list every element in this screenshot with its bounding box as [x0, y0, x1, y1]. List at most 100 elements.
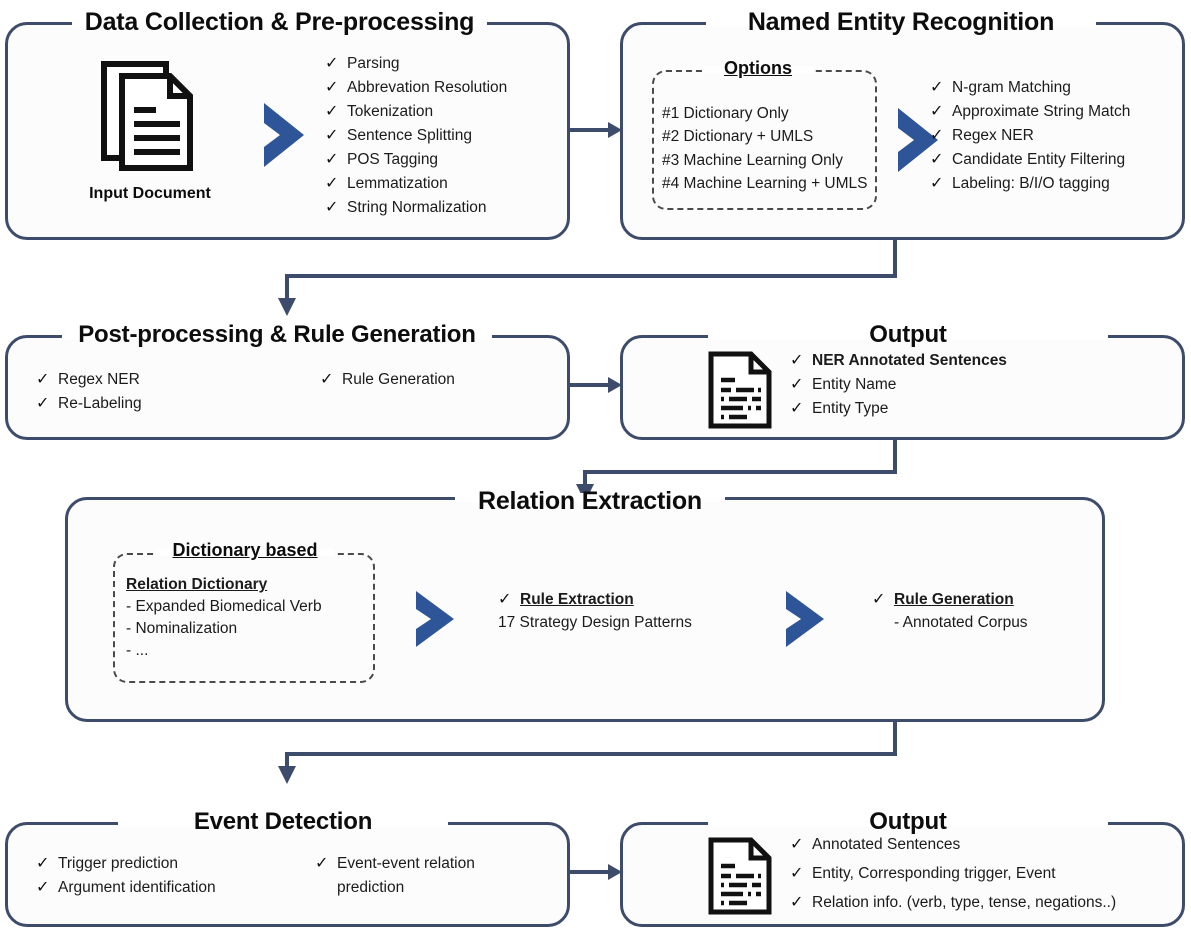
rule-extraction-sub: 17 Strategy Design Patterns — [498, 614, 692, 631]
check-icon: ✓ — [36, 855, 50, 872]
list-item: ✓ Candidate Entity Filtering — [930, 150, 1130, 170]
list-item-label: Rule Generation — [342, 371, 455, 388]
list-item: ✓POS Tagging — [325, 150, 507, 170]
list-item-label: Tokenization — [347, 103, 434, 120]
list-item: ✓Regex NER — [36, 370, 142, 390]
rule-generation-title: Rule Generation — [894, 591, 1014, 608]
list-item: ✓ Lemmatization — [325, 174, 507, 194]
list-item-label: - ... — [126, 642, 149, 660]
list-item: ✓Tokenization — [325, 102, 507, 122]
check-icon: ✓ — [872, 591, 886, 608]
stage-title-event-detection: Event Detection — [193, 808, 373, 835]
check-icon: ✓ — [930, 151, 944, 168]
chevron-right-icon — [258, 99, 310, 176]
check-icon: ✓ — [790, 352, 804, 369]
check-icon: ✓ — [498, 591, 512, 608]
output-ner-checklist: ✓ NER Annotated Sentences ✓ Entity Name ✓E… — [790, 351, 1007, 423]
stage-title-relation-extraction: Relation Extraction — [477, 487, 703, 515]
check-icon: ✓ — [325, 79, 339, 96]
list-item: ✓ Sentence Splitting — [325, 126, 507, 146]
list-item: ✓Entity, Corresponding trigger, Event — [790, 864, 1116, 884]
connector-event-detection-to-output-event — [570, 860, 624, 889]
stage-title-ner: Named Entity Recognition — [747, 8, 1055, 36]
list-item-label: Regex NER — [58, 371, 140, 388]
list-item-label: Entity Name — [812, 376, 897, 393]
check-icon: ✓ — [325, 199, 339, 216]
title-notch-output-event — [708, 818, 1108, 827]
options-title-notch — [702, 66, 814, 73]
list-item: ✓ Approximate String Match — [930, 102, 1130, 122]
list-item-label: Argument identification — [58, 879, 216, 896]
connector-post-processing-to-output-ner — [570, 373, 624, 402]
list-item: ✓String Normalization — [325, 198, 507, 218]
chevron-right-icon — [408, 588, 460, 655]
check-icon: ✓ — [930, 175, 944, 192]
list-item: ✓Entity Type — [790, 399, 1007, 419]
connector-relation-extraction-to-event-detection — [275, 722, 915, 799]
data-collection-checklist: ✓Parsing ✓Abbrevation Resolution ✓Tokeni… — [325, 54, 507, 222]
list-item: ✓ N-gram Matching — [930, 78, 1130, 98]
list-item-label: NER Annotated Sentences — [812, 352, 1007, 369]
list-item-label: Labeling: B/I/O tagging — [952, 175, 1110, 192]
title-notch-relation-extraction — [455, 493, 725, 502]
check-icon: ✓ — [325, 175, 339, 192]
list-item-label: #3 Machine Learning Only — [662, 151, 843, 169]
check-icon: ✓ — [930, 103, 944, 120]
list-item-label: Approximate String Match — [952, 103, 1131, 120]
check-icon: ✓ — [790, 376, 804, 393]
list-item: ✓Abbrevation Resolution — [325, 78, 507, 98]
list-item-label: Trigger prediction — [58, 855, 179, 872]
check-icon: ✓ — [315, 855, 329, 872]
list-item: ✓Relation info. (verb, type, tense, nega… — [790, 893, 1116, 913]
check-icon: ✓ — [930, 79, 944, 96]
relation-dictionary-title-row: Relation Dictionary — [126, 575, 322, 594]
list-item-label: - Expanded Biomedical Verb — [126, 598, 322, 616]
relation-dictionary-block: Relation Dictionary - Expanded Biomedica… — [126, 575, 322, 664]
check-icon: ✓ — [325, 127, 339, 144]
options-title: Options — [724, 58, 792, 78]
title-notch-data-collection — [72, 18, 487, 27]
input-document-label: Input Document — [89, 185, 211, 202]
connector-ner-to-post-processing — [275, 240, 915, 330]
list-item-label: Sentence Splitting — [347, 127, 472, 144]
title-notch-output-ner — [708, 331, 1108, 340]
check-icon: ✓ — [790, 894, 804, 911]
list-item-label: N-gram Matching — [952, 79, 1071, 96]
list-item: ✓ Entity Name — [790, 375, 1007, 395]
title-notch-post-processing — [62, 331, 492, 340]
list-item: ✓ Labeling: B/I/O tagging — [930, 174, 1130, 194]
list-item: #3 Machine Learning Only — [662, 151, 868, 170]
list-item: ✓ Rule Generation — [872, 590, 1028, 610]
check-icon: ✓ — [36, 395, 50, 412]
check-icon: ✓ — [790, 865, 804, 882]
list-item-label: Lemmatization — [347, 175, 448, 192]
list-item: ✓ Argument identification — [36, 878, 216, 898]
stage-title-output-ner: Output — [869, 321, 947, 348]
event-detection-checklist-left: ✓ Trigger prediction ✓ Argument identifica… — [36, 854, 216, 902]
list-item: ✓ Event-event relation — [315, 854, 475, 874]
rule-generation-sub-row: - Annotated Corpus — [872, 614, 1028, 632]
title-notch-event-detection — [118, 818, 448, 827]
title-notch-ner — [706, 18, 1096, 27]
check-icon: ✓ — [320, 371, 334, 388]
list-item: ✓Parsing — [325, 54, 507, 74]
check-icon: ✓ — [36, 879, 50, 896]
list-item-label: Regex NER — [952, 127, 1034, 144]
stage-title-output-event: Output — [869, 808, 947, 835]
stage-relation-extraction[interactable] — [65, 497, 1105, 722]
post-processing-checklist-right: ✓ Rule Generation — [320, 370, 455, 394]
list-item-label: #1 Dictionary Only — [662, 105, 789, 122]
list-item-label: POS Tagging — [347, 151, 439, 168]
output-event-checklist: ✓Annotated Sentences ✓Entity, Correspond… — [790, 835, 1116, 917]
list-item: ✓Annotated Sentences — [790, 835, 1116, 855]
list-item-label: Candidate Entity Filtering — [952, 151, 1126, 168]
list-item-label: #4 Machine Learning + UMLS — [662, 175, 868, 193]
list-item-label: Event-event relation — [337, 855, 475, 872]
check-icon: ✓ — [325, 55, 339, 72]
ner-checklist: ✓ N-gram Matching ✓ Approximate String Mat… — [930, 78, 1130, 198]
list-item: - ... — [126, 642, 322, 660]
stacked-document-icon — [100, 60, 196, 177]
rule-extraction-sub-row: 17 Strategy Design Patterns — [498, 614, 692, 632]
stage-event-detection[interactable] — [5, 822, 570, 927]
